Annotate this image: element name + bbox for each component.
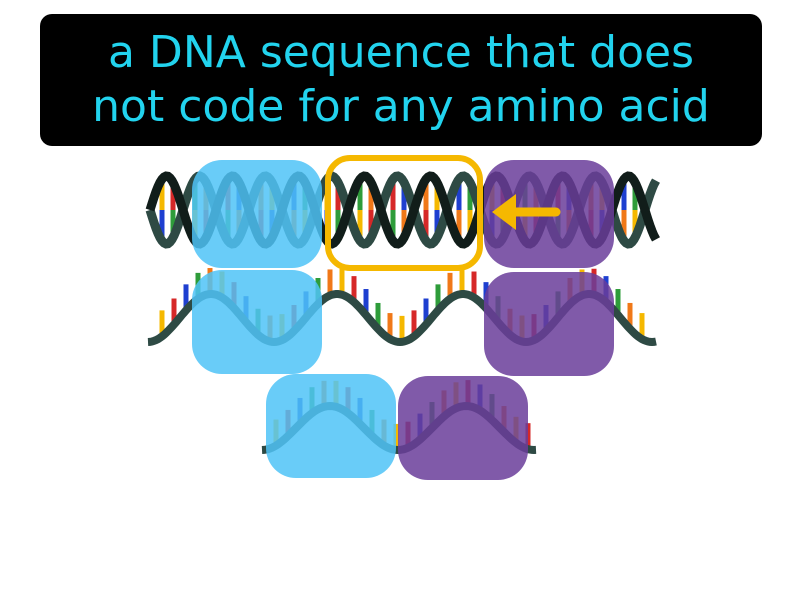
left-arrow-icon	[492, 194, 561, 230]
exon-highlight-6	[398, 376, 528, 480]
definition-box: a DNA sequence that does not code for an…	[40, 14, 762, 146]
exon-highlight-1	[192, 160, 322, 268]
exon-highlight-3	[192, 270, 322, 374]
definition-line-2: not code for any amino acid	[92, 81, 710, 132]
definition-line-1: a DNA sequence that does	[107, 27, 695, 78]
exon-highlight-4	[484, 272, 614, 376]
intron-outline	[325, 155, 483, 271]
exon-highlight-5	[266, 374, 396, 478]
